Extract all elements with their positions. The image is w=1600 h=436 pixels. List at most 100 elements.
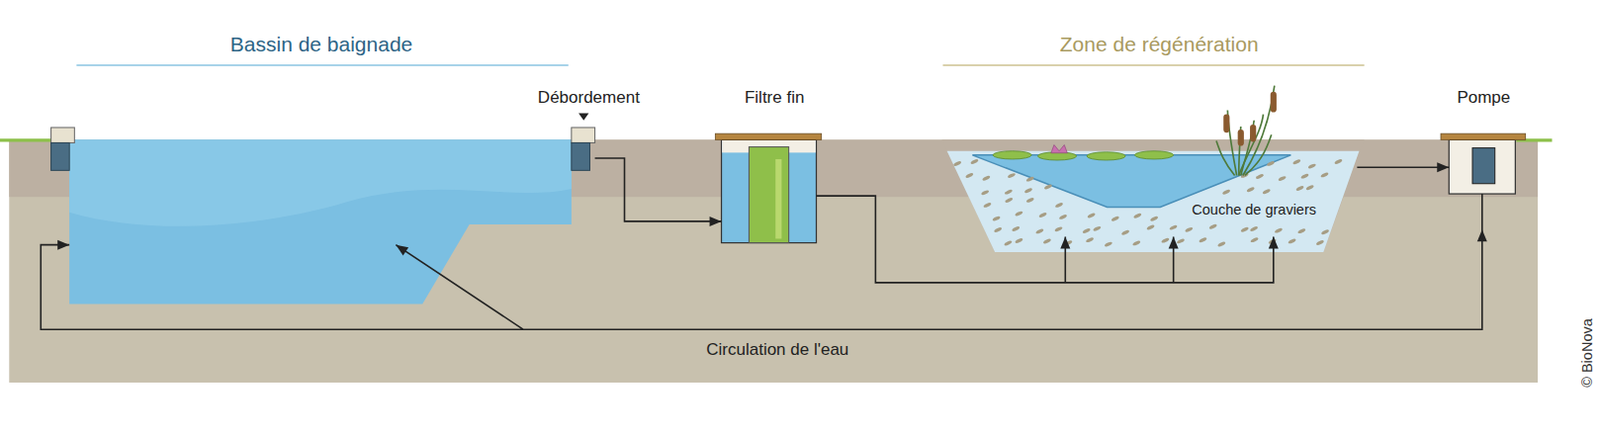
pump-housing <box>1448 139 1515 194</box>
filter-tank <box>721 139 817 243</box>
gravel-dot <box>1245 185 1255 192</box>
gravel-dot <box>1133 212 1143 219</box>
skimmer-cap <box>571 127 596 143</box>
lily-pad <box>992 151 1032 160</box>
gravel-dot <box>1132 240 1142 247</box>
gravel-dot <box>1035 228 1045 235</box>
plant-basin-water <box>972 155 1291 208</box>
gravel-dot <box>1092 225 1102 232</box>
gravel-dot <box>1042 238 1052 245</box>
heading-rule <box>942 64 1364 67</box>
pool-water <box>69 139 572 304</box>
part-label: Filtre fin <box>744 88 804 108</box>
gravel-dot <box>1014 210 1024 217</box>
arrowhead <box>57 240 70 251</box>
gravel-dot <box>1249 225 1259 232</box>
gravel-dot <box>1055 201 1065 208</box>
arrowhead <box>1436 162 1449 173</box>
gravel-dot <box>980 189 990 196</box>
gravel-dot <box>1025 196 1035 203</box>
cattail-head <box>1223 114 1230 134</box>
edge-block <box>51 142 71 171</box>
cattail-stems <box>1216 86 1275 177</box>
gravel-dot <box>1297 227 1307 234</box>
gravel-dot <box>993 226 1003 233</box>
pump-lid <box>1440 133 1526 140</box>
gravel-dot <box>1184 226 1194 233</box>
gravel-dot <box>1287 238 1297 245</box>
cattail-leaf <box>1244 134 1272 176</box>
gravel-dot <box>1059 213 1068 220</box>
gravel-dot <box>965 172 975 178</box>
lily-pad <box>1086 152 1126 161</box>
gravel-dot <box>1085 236 1095 243</box>
heading: Zone de régénération <box>1060 32 1259 57</box>
gravel-dot <box>1266 160 1276 167</box>
gravel-dots <box>953 158 1343 248</box>
gravel-dot <box>1300 173 1310 179</box>
gravel-dot <box>1121 229 1131 236</box>
arrowhead <box>395 245 409 257</box>
gravel-dot <box>1320 172 1330 178</box>
gravel-dot <box>1295 184 1305 191</box>
pool-basin: Bassin de baignade <box>69 139 572 304</box>
overflow-skimmer: Débordement <box>571 127 596 171</box>
gravel-layer: Couche de graviers <box>1010 199 1328 237</box>
cattail-leaf <box>1216 140 1236 176</box>
gravel-dot <box>1146 224 1156 231</box>
part-label: Pompe <box>1456 88 1511 108</box>
gravel-dot <box>1081 227 1091 234</box>
gravel-dot <box>1277 175 1287 181</box>
pointer-triangle <box>578 113 589 121</box>
fine-filter: Filtre fin <box>721 133 817 243</box>
arrowhead <box>1477 229 1488 242</box>
gravel-dot <box>1217 241 1227 248</box>
gravel-dot <box>1198 236 1208 243</box>
gravel-dot <box>1315 239 1325 246</box>
gravel-dot <box>1004 196 1014 203</box>
gravel-dot <box>1025 176 1035 182</box>
gravel-dot <box>1024 187 1034 194</box>
gravel-dot <box>1222 188 1232 195</box>
filter-lid <box>714 133 821 140</box>
gravel-dot <box>1273 227 1283 234</box>
gravel-dot <box>1103 241 1113 248</box>
gravel-dot <box>1333 158 1343 165</box>
soil <box>8 139 1538 383</box>
gravel-dot <box>970 158 979 165</box>
flow-connector <box>1356 162 1449 173</box>
gravel-dot <box>1011 225 1021 232</box>
gravel-dot <box>1305 184 1315 191</box>
pump-unit <box>1472 148 1496 184</box>
gravel-dot <box>1176 238 1186 245</box>
copyright: © BioNova <box>1578 318 1596 388</box>
filter-cartridge <box>748 147 789 244</box>
gravel-dot <box>1054 226 1064 233</box>
skimmer-body <box>571 142 591 171</box>
gravel-dot <box>1014 237 1024 244</box>
flow-connector <box>595 158 722 227</box>
gravel-dot <box>1292 159 1302 166</box>
flow-connector <box>40 193 1488 330</box>
flow-line <box>40 193 1483 330</box>
part-label: Débordement <box>537 88 640 108</box>
pool-water-light <box>69 139 572 226</box>
gravel-dot <box>1150 215 1159 222</box>
cartridge-highlight <box>775 159 782 239</box>
heading-rule <box>76 64 568 67</box>
arrowhead <box>1060 236 1070 249</box>
arrowhead <box>1168 236 1179 249</box>
gravel-dot <box>1321 228 1331 235</box>
gravel-pit <box>947 151 1360 253</box>
cattail-head <box>1238 129 1245 147</box>
pump-box: Pompe <box>1448 133 1515 194</box>
gravel-dot <box>1261 188 1271 195</box>
gravel-dot <box>991 215 1001 222</box>
gravel-dot <box>1003 240 1013 247</box>
gravel-dot <box>1038 211 1048 218</box>
gravel-dot <box>1254 173 1264 179</box>
cattail-heads <box>1223 91 1277 147</box>
gravel-dot <box>1160 237 1170 244</box>
gravel-dot <box>953 160 963 167</box>
